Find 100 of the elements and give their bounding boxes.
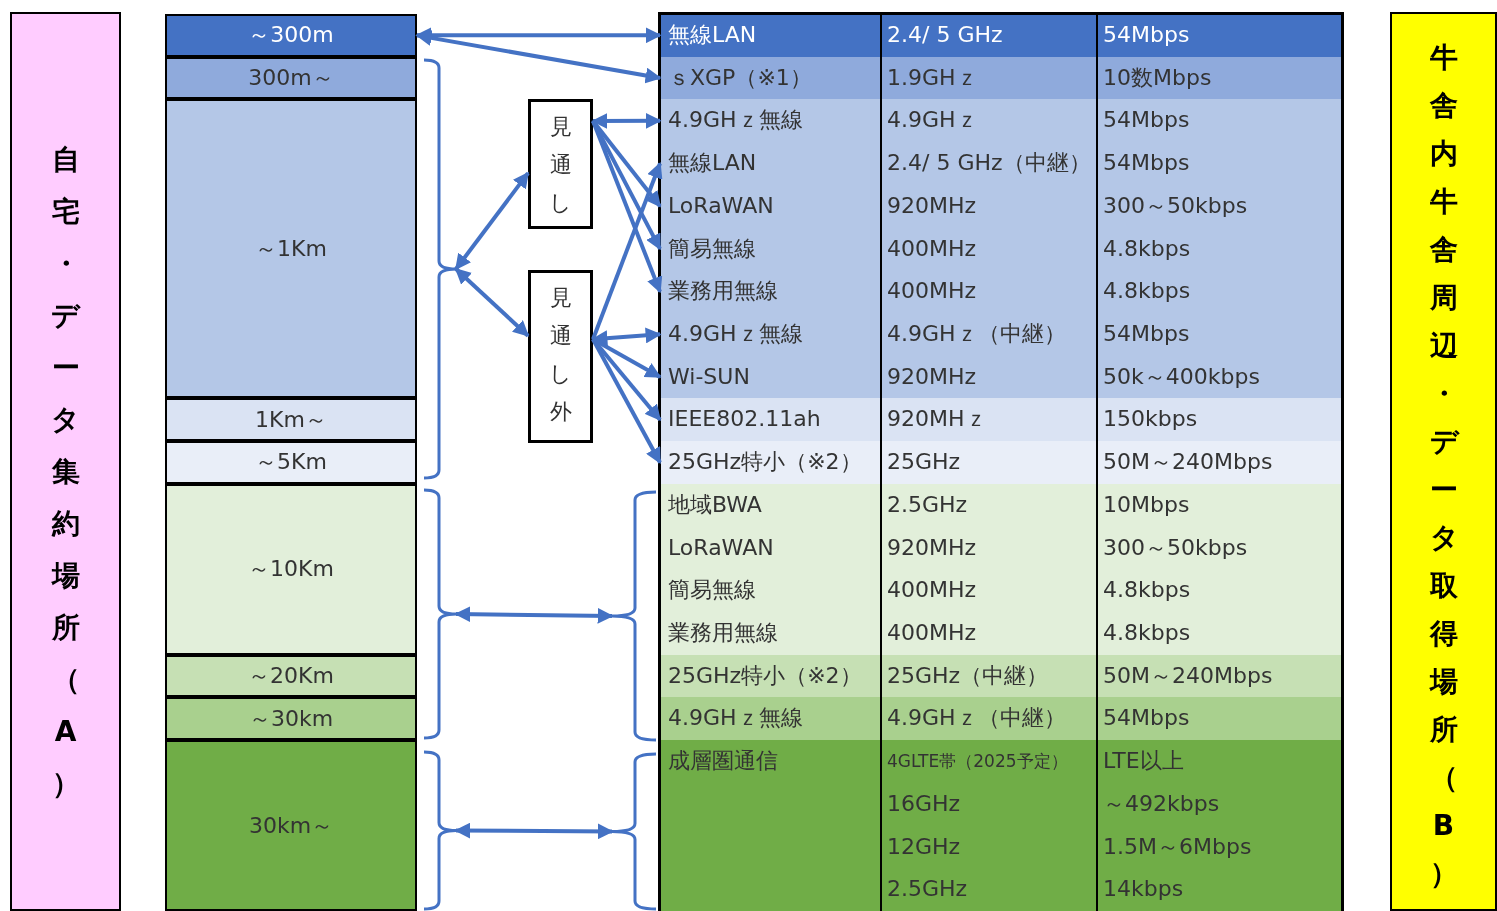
frequency-text: 25GHz [887, 448, 961, 477]
speed-text: 150kbps [1103, 405, 1198, 434]
speed-text: 54Mbps [1103, 21, 1190, 49]
row-label: 4.9GHｚ無線 [668, 704, 803, 733]
frequency-text: 920MHz [887, 191, 977, 220]
table-row [660, 14, 1342, 57]
frequency-text: 16GHz [887, 789, 961, 818]
speed-text: 4.8kbps [1103, 277, 1191, 306]
table-row [660, 697, 1342, 741]
arrow [591, 338, 662, 464]
table-row [660, 398, 1342, 442]
speed-text: 4.8kbps [1103, 576, 1191, 605]
speed-text: 54Mbps [1103, 704, 1190, 733]
row-label: 4.9GHｚ無線 [668, 320, 803, 348]
table-row [660, 868, 1342, 911]
frequency-text: 400MHz [887, 576, 977, 605]
speed-text: 10数Mbps [1103, 63, 1212, 92]
range-bar: ～1Km [165, 99, 417, 399]
frequency-text: 400MHz [887, 234, 977, 263]
speed-text: 50k～400kbps [1103, 362, 1260, 391]
row-label: LoRaWAN [668, 191, 774, 220]
speed-text: 54Mbps [1103, 320, 1190, 348]
curly-bracket [422, 750, 456, 911]
row-label: 無線LAN [668, 21, 757, 49]
curly-bracket [422, 488, 456, 740]
frequency-text: 920MHｚ [887, 405, 987, 434]
arrow [591, 162, 663, 340]
frequency-text: 2.5GHz [887, 490, 968, 519]
frequency-text: 400MHz [887, 277, 977, 306]
frequency-text: 4.9GHｚ（中継） [887, 320, 1066, 348]
frequency-text: 2.4/ 5 GHz（中継） [887, 149, 1091, 178]
range-bar: 30km～ [165, 740, 417, 911]
frequency-text: 12GHz [887, 832, 961, 861]
double-arrow [454, 822, 614, 840]
speed-text: 14kbps [1103, 875, 1184, 904]
row-label: 地域BWA [668, 490, 762, 519]
range-bar: ～30km [165, 697, 417, 741]
table-row [660, 483, 1342, 527]
curly-bracket [612, 490, 658, 742]
row-label: 簡易無線 [668, 234, 756, 263]
row-label: IEEE802.11ah [668, 405, 821, 434]
speed-text: 50M～240Mbps [1103, 661, 1273, 690]
row-label: 25GHz特小（※2） [668, 661, 862, 690]
speed-text: 300～50kbps [1103, 191, 1248, 220]
range-bar: 300m～ [165, 56, 417, 100]
side-band: 自宅・データ集約場所（A） [10, 12, 121, 911]
row-label: LoRaWAN [668, 533, 774, 562]
speed-text: LTE以上 [1103, 747, 1184, 776]
row-label: 4.9GHｚ無線 [668, 106, 803, 135]
speed-text: 4.8kbps [1103, 619, 1191, 647]
double-arrow [591, 112, 662, 130]
speed-text: 50M～240Mbps [1103, 448, 1273, 477]
table-row [660, 654, 1342, 698]
frequency-text: 2.5GHz [887, 875, 968, 904]
arrow [591, 120, 662, 251]
row-label: Wi-SUN [668, 362, 750, 391]
frequency-text: 4.9GHｚ（中継） [887, 704, 1066, 733]
table-row [660, 441, 1342, 484]
row-label: 簡易無線 [668, 576, 756, 605]
table-row [660, 740, 1342, 783]
double-arrow [454, 267, 530, 338]
row-label: 業務用無線 [668, 619, 778, 647]
range-bar: ～5Km [165, 441, 417, 484]
table-row [660, 355, 1342, 399]
frequency-text: 920MHz [887, 533, 977, 562]
frequency-text: 4.9GHｚ [887, 106, 978, 135]
label-box: 見通し外 [528, 270, 593, 443]
label-box: 見通し [528, 99, 593, 229]
speed-text: 300～50kbps [1103, 533, 1248, 562]
frequency-text: 1.9GHｚ [887, 63, 978, 92]
arrow [591, 120, 663, 294]
table-row [660, 99, 1342, 143]
double-arrow [591, 327, 662, 347]
frequency-text: 4GLTE帯（2025予定） [887, 750, 1068, 774]
row-label: 無線LAN [668, 149, 757, 178]
speed-text: 4.8kbps [1103, 234, 1191, 263]
row-label: 25GHz特小（※2） [668, 448, 862, 477]
speed-text: 1.5M～6Mbps [1103, 832, 1252, 861]
double-arrow [454, 606, 614, 624]
speed-text: 54Mbps [1103, 149, 1190, 178]
row-label: 成層圏通信 [668, 747, 778, 776]
range-bar: ～10Km [165, 483, 417, 655]
frequency-text: 25GHz（中継） [887, 661, 1049, 690]
frequency-text: 920MHz [887, 362, 977, 391]
speed-text: 10Mbps [1103, 490, 1190, 519]
double-arrow [415, 27, 662, 44]
table-row [660, 56, 1342, 100]
speed-text: ～492kbps [1103, 789, 1220, 818]
curly-bracket [422, 58, 456, 480]
row-label: 業務用無線 [668, 277, 778, 306]
range-bar: 1Km～ [165, 398, 417, 442]
range-bar: ～300m [165, 14, 417, 57]
curly-bracket [612, 752, 658, 911]
double-arrow [454, 171, 530, 271]
range-bar: ～20Km [165, 654, 417, 698]
row-label: ｓXGP（※1） [668, 63, 812, 92]
speed-text: 54Mbps [1103, 106, 1190, 135]
double-arrow [415, 29, 662, 84]
table-row [660, 612, 1342, 655]
frequency-text: 2.4/ 5 GHz [887, 21, 1003, 49]
